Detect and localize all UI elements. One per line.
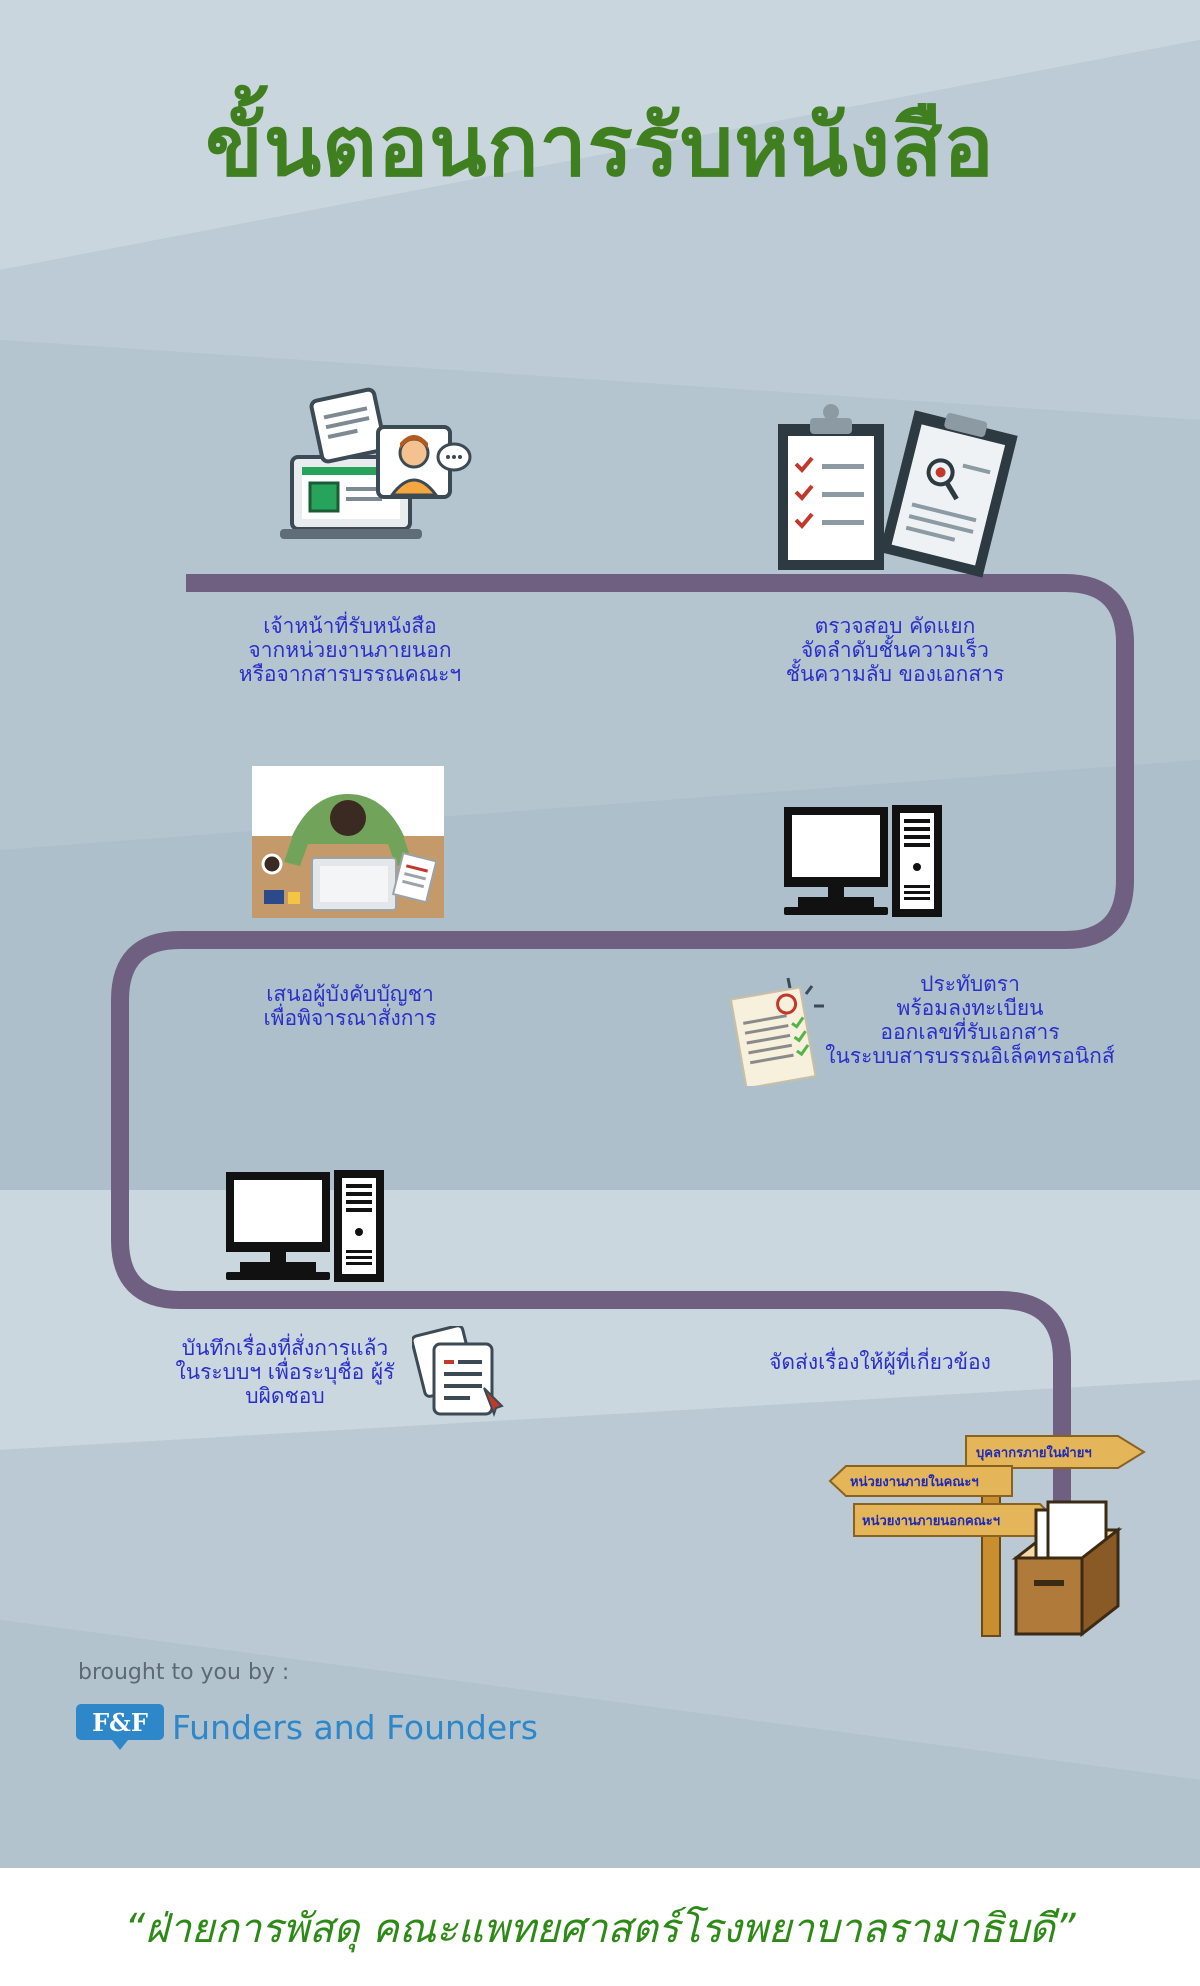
step-2-line-3: ชั้นความลับ ของเอกสาร <box>785 662 1005 686</box>
step-2-line-1: ตรวจสอบ คัดแยก <box>814 614 976 638</box>
step-4-line-2: เพื่อพิจารณาสั่งการ <box>263 1006 437 1030</box>
step-5-line-1: บันทึกเรื่องที่สั่งการแล้ว <box>181 1336 389 1360</box>
step-6-line-1: จัดส่งเรื่องให้ผู้ที่เกี่ยวข้อง <box>769 1350 991 1374</box>
step-5-line-3: บผิดชอบ <box>245 1384 325 1408</box>
clipboard-checklist-icon <box>778 404 1018 578</box>
step-3-line-1: ประทับตรา <box>920 972 1020 996</box>
brand-logo: F&F Funders and Founders <box>74 1702 538 1754</box>
step-1-line-3: หรือจากสารบรรณคณะฯ <box>238 662 462 686</box>
signpost-label-external-units: หน่วยงานภายนอกคณะฯ <box>862 1514 1000 1529</box>
document-edit-icon <box>412 1326 504 1417</box>
footer-text: “ฝ่ายการพัสดุ คณะแพทยศาสตร์โรงพยาบาลรามา… <box>124 1906 1076 1952</box>
step-4-text: เสนอผู้บังคับบัญชา เพื่อพิจารณาสั่งการ <box>220 982 480 1030</box>
computer-icon <box>226 1170 384 1282</box>
step-3-line-4: ในระบบสารบรรณอิเล็คทรอนิกส์ <box>825 1044 1115 1068</box>
footer: “ฝ่ายการพัสดุ คณะแพทยศาสตร์โรงพยาบาลรามา… <box>0 1868 1200 1986</box>
step-3-line-2: พร้อมลงทะเบียน <box>896 996 1044 1020</box>
step-3-line-3: ออกเลขที่รับเอกสาร <box>880 1020 1060 1044</box>
signpost-label-faculty-units: หน่วยงานภายในคณะฯ <box>850 1473 979 1490</box>
step-5-text: บันทึกเรื่องที่สั่งการแล้ว ในระบบฯ เพื่อ… <box>160 1336 410 1408</box>
computer-icon <box>784 805 942 917</box>
step-1-text: เจ้าหน้าที่รับหนังสือ จากหน่วยงานภายนอก … <box>220 614 480 686</box>
step-5-line-2: ในระบบฯ เพื่อระบุชื่อ ผู้รั <box>175 1360 395 1384</box>
brought-by-label: brought to you by : <box>78 1660 290 1685</box>
step-1-line-2: จากหน่วยงานภายนอก <box>248 638 452 662</box>
person-at-desk-icon <box>252 766 444 918</box>
step-2-text: ตรวจสอบ คัดแยก จัดลำดับชั้นความเร็ว ชั้น… <box>760 614 1030 686</box>
step-2-line-2: จัดลำดับชั้นความเร็ว <box>801 638 989 662</box>
page-title: ขั้นตอนการรับหนังสือ <box>205 97 995 195</box>
ff-logo-text: F&F <box>92 1708 148 1737</box>
step-1-line-1: เจ้าหน้าที่รับหนังสือ <box>263 614 437 638</box>
brand-name: Funders and Founders <box>172 1708 538 1747</box>
step-4-line-1: เสนอผู้บังคับบัญชา <box>266 982 434 1006</box>
step-3-text: ประทับตรา พร้อมลงทะเบียน ออกเลขที่รับเอก… <box>800 972 1140 1068</box>
step-6-text: จัดส่งเรื่องให้ผู้ที่เกี่ยวข้อง <box>730 1350 1030 1374</box>
stamped-document-icon <box>729 977 824 1086</box>
laptop-document-person-icon <box>280 387 472 539</box>
ff-logo-icon: F&F <box>76 1704 164 1750</box>
signpost-box-icon: บุคลากรภายในฝ่ายฯ หน่วยงานภายในคณะฯ หน่ว… <box>828 1435 1146 1638</box>
signpost-label-internal-staff: บุคลากรภายในฝ่ายฯ <box>976 1444 1092 1461</box>
